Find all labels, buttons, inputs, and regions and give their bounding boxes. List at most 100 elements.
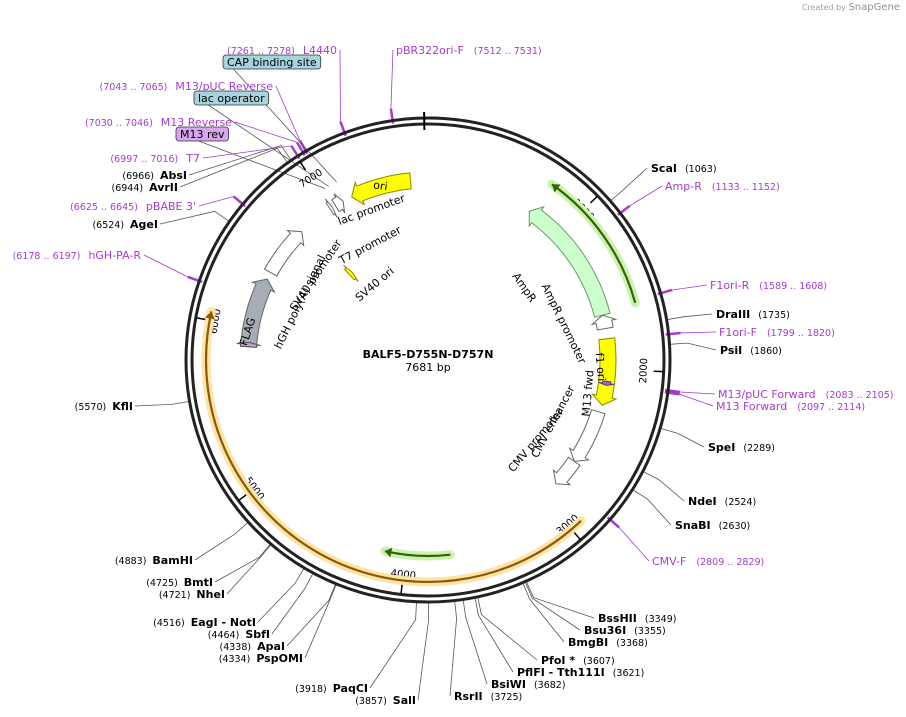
primer-site[interactable]: (6625 .. 6645)pBABE 3' bbox=[70, 200, 196, 213]
enzyme-site[interactable]: SpeI(2289) bbox=[708, 441, 775, 454]
enzyme-site[interactable]: (4516)EagI - NotI bbox=[153, 616, 256, 629]
primer-site[interactable]: F1ori-F(1799 .. 1820) bbox=[719, 326, 835, 339]
primer-name: L4440 bbox=[303, 44, 337, 57]
feature-box-cap-binding-site[interactable]: CAP binding site bbox=[222, 54, 322, 70]
primer-position: (1799 .. 1820) bbox=[767, 328, 835, 339]
enzyme-leader bbox=[188, 145, 292, 176]
enzyme-leader bbox=[226, 544, 272, 595]
enzyme-site[interactable]: BssHII(3349) bbox=[598, 612, 676, 625]
enzyme-site[interactable]: (4721)NheI bbox=[159, 588, 225, 601]
primer-site[interactable]: (6997 .. 7016)T7 bbox=[110, 152, 200, 165]
tick-mark bbox=[237, 494, 247, 502]
enzyme-name: KflI bbox=[112, 400, 133, 413]
feature-t7-promoter[interactable] bbox=[324, 198, 338, 218]
enzyme-site[interactable]: (3918)PaqCI bbox=[295, 682, 368, 695]
primer-position: (2097 .. 2114) bbox=[797, 402, 865, 413]
enzyme-position: (3725) bbox=[491, 692, 523, 703]
primer-leader bbox=[672, 284, 708, 291]
enzyme-site[interactable]: (4725)BmtI bbox=[146, 576, 213, 589]
enzyme-site[interactable]: RsrII(3725) bbox=[454, 690, 522, 703]
enzyme-name: PspOMI bbox=[256, 652, 303, 665]
primer-site[interactable]: M13 Forward(2097 .. 2114) bbox=[716, 400, 865, 413]
feature-label-ori: ori bbox=[372, 178, 388, 193]
primer-leader bbox=[198, 196, 234, 207]
primer-leader bbox=[679, 393, 714, 407]
enzyme-site[interactable]: (6966)AbsI bbox=[122, 169, 187, 182]
enzyme-site[interactable]: (5570)KflI bbox=[75, 400, 133, 413]
tick-label: 2000 bbox=[638, 358, 650, 384]
feature-box-bg bbox=[193, 90, 270, 106]
enzyme-position: (6524) bbox=[92, 220, 124, 231]
enzyme-site[interactable]: (4464)SbfI bbox=[208, 628, 270, 641]
feature-hgh-poly-a-signal[interactable] bbox=[239, 278, 276, 348]
primer-site[interactable]: (7030 .. 7046)M13 Reverse bbox=[85, 116, 232, 129]
watermark-created-by: Created by bbox=[801, 3, 846, 12]
enzyme-position: (4334) bbox=[219, 654, 251, 665]
orf-3-head bbox=[385, 547, 393, 558]
enzyme-position: (3682) bbox=[534, 680, 566, 691]
feature-box-bg bbox=[222, 54, 322, 70]
feature-f1-ori[interactable] bbox=[591, 337, 618, 406]
orf-2[interactable] bbox=[204, 311, 582, 583]
feature-ampr-promoter[interactable] bbox=[590, 314, 618, 331]
enzyme-site[interactable]: NdeI(2524) bbox=[688, 495, 756, 508]
enzyme-position: (1860) bbox=[750, 346, 782, 357]
enzyme-site[interactable]: PflFI - Tth111I(3621) bbox=[517, 666, 644, 679]
enzyme-site[interactable]: (4334) PspOMI bbox=[219, 652, 303, 665]
feature-m13-fwd[interactable] bbox=[598, 380, 615, 386]
primer-position: (7030 .. 7046) bbox=[85, 118, 153, 129]
enzyme-site[interactable]: PfoI *(3607) bbox=[541, 654, 615, 667]
enzyme-site[interactable]: (6524)AgeI bbox=[92, 218, 158, 231]
box-leader bbox=[179, 133, 326, 189]
primer-site[interactable]: M13/pUC Forward(2083 .. 2105) bbox=[718, 388, 894, 401]
enzyme-position: (2289) bbox=[743, 443, 775, 454]
enzyme-position: (3349) bbox=[645, 614, 677, 625]
enzyme-site[interactable]: ScaI(1063) bbox=[651, 162, 717, 175]
primer-name: Amp-R bbox=[665, 180, 702, 193]
feature-lac-promoter[interactable] bbox=[331, 193, 346, 214]
enzyme-site[interactable]: (4338)ApaI bbox=[220, 640, 286, 653]
feature-ori[interactable] bbox=[351, 172, 412, 206]
enzyme-name: DraIII bbox=[716, 308, 750, 321]
enzyme-site[interactable]: SnaBI(2630) bbox=[675, 519, 750, 532]
feature-cmv-promoter[interactable] bbox=[552, 456, 581, 486]
enzyme-site[interactable]: (3857)SalI bbox=[355, 694, 416, 707]
feature-ampr[interactable] bbox=[528, 205, 611, 318]
enzyme-leader bbox=[286, 583, 337, 647]
primer-site[interactable]: (7043 .. 7065) M13/pUC Reverse bbox=[100, 80, 274, 93]
enzyme-site[interactable]: (6944)AvrII bbox=[112, 181, 179, 194]
enzyme-site[interactable]: PsiI (1860) bbox=[720, 344, 782, 357]
feature-label-ampr-promoter: AmpR promoter bbox=[539, 282, 589, 367]
enzyme-site[interactable]: BmgBI(3368) bbox=[568, 636, 648, 649]
primer-leader bbox=[275, 85, 301, 141]
primer-site[interactable]: CMV-F(2809 .. 2829) bbox=[652, 555, 764, 568]
orf-1[interactable] bbox=[551, 183, 637, 304]
feature-sv40-promoter[interactable] bbox=[263, 229, 305, 277]
enzyme-name: SnaBI bbox=[675, 519, 711, 532]
primer-site[interactable]: (7261 .. 7278) L4440 bbox=[227, 44, 337, 57]
feature-box-lac-operator[interactable]: lac operator bbox=[193, 90, 270, 106]
primer-site[interactable]: F1ori-R(1589 .. 1608) bbox=[710, 279, 827, 292]
primer-leader bbox=[143, 254, 189, 278]
enzyme-site[interactable]: (4883)BamHI bbox=[115, 554, 193, 567]
primer-site[interactable]: pBR322ori-F(7512 .. 7531) bbox=[396, 44, 542, 57]
primer-position: (7043 .. 7065) bbox=[100, 82, 168, 93]
enzyme-site[interactable]: DraIII(1735) bbox=[716, 308, 790, 321]
primer-site[interactable]: Amp-R(1133 .. 1152) bbox=[665, 180, 780, 193]
enzyme-site[interactable]: Bsu36I(3355) bbox=[584, 624, 666, 637]
enzyme-leader bbox=[257, 567, 305, 623]
enzyme-leader bbox=[477, 596, 538, 661]
feature-box-m13-rev[interactable]: M13 rev bbox=[175, 126, 229, 142]
enzyme-site[interactable]: BsiWI(3682) bbox=[491, 678, 566, 691]
feature-sv40-ori[interactable] bbox=[343, 264, 359, 282]
primer-site[interactable]: (6178 .. 6197)hGH-PA-R bbox=[13, 249, 142, 262]
orf-arrows bbox=[201, 179, 640, 587]
primer-name: M13/pUC Reverse bbox=[175, 80, 273, 93]
enzyme-position: (4516) bbox=[153, 618, 185, 629]
feature-label-m13-fwd: M13 fwd bbox=[580, 370, 597, 418]
enzyme-name: PsiI bbox=[720, 344, 742, 357]
feature-cmv-enhancer[interactable] bbox=[568, 409, 606, 462]
primer-position: (7261 .. 7278) bbox=[227, 46, 295, 57]
feature-flag[interactable] bbox=[236, 341, 261, 348]
enzyme-leader bbox=[159, 210, 230, 225]
